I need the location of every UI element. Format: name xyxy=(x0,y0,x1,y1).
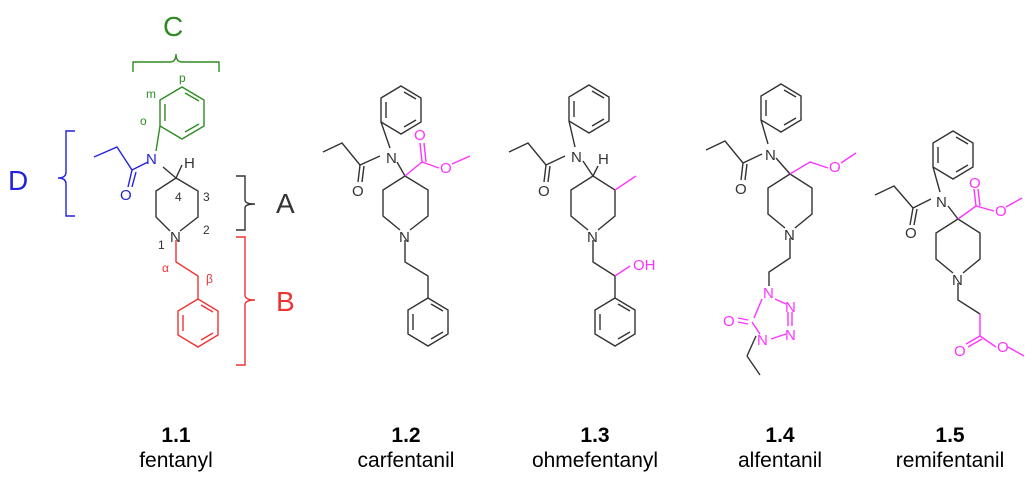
fentanyl-pos-m: m xyxy=(146,87,156,101)
carfentanil-n-anilide: N xyxy=(386,150,397,167)
carfentanil-ester-o-double: O xyxy=(414,127,426,144)
structure-alfentanil xyxy=(705,83,813,376)
ohmefentanyl-labels: N O H N OH xyxy=(538,149,656,274)
fentanyl-pos-alpha: α xyxy=(162,261,169,275)
fentanyl-n-phenyl-bond xyxy=(155,125,161,152)
compound-name: alfentanil xyxy=(737,449,823,472)
fentanyl-labels: N O H N m p o 1 2 3 4 α β C D A B xyxy=(8,11,295,317)
fentanyl-pos-2: 2 xyxy=(203,223,210,237)
compound-name: carfentanil xyxy=(357,449,455,472)
bracket-c xyxy=(132,53,220,72)
caption-alfentanil: 1.4 alfentanil xyxy=(700,424,860,474)
bracket-b xyxy=(236,236,256,366)
structure-ohmefentanyl xyxy=(508,84,636,347)
fentanyl-piperidine-ring xyxy=(155,164,199,232)
alfentanil-tetrazole-n1: N xyxy=(763,285,774,302)
compound-name: remifentanil xyxy=(895,449,1005,472)
carfentanil-n-piperidine: N xyxy=(399,229,410,246)
carfentanil-carbonyl-o: O xyxy=(352,183,364,200)
fentanyl-n-piperidine: N xyxy=(170,229,181,246)
compound-name: ohmefentanyl xyxy=(531,449,659,472)
remifentanil-ester2-o-double: O xyxy=(954,343,966,360)
compound-name: fentanyl xyxy=(139,449,213,472)
alfentanil-substituents xyxy=(737,152,857,340)
caption-fentanyl: 1.1 fentanyl xyxy=(96,424,256,474)
bracket-d xyxy=(57,130,75,217)
fentanyl-pos-p: p xyxy=(179,71,186,85)
ohmefentanyl-substituents xyxy=(614,175,637,277)
caption-carfentanil: 1.2 carfentanil xyxy=(326,424,486,474)
ohmefentanyl-carbonyl-o: O xyxy=(538,183,550,200)
fentanyl-pos-o: o xyxy=(140,114,147,128)
structure-fentanyl xyxy=(57,53,256,366)
remifentanil-n-anilide: N xyxy=(936,194,947,211)
alfentanil-oxo-o: O xyxy=(723,313,735,330)
compound-number: 1.1 xyxy=(161,424,191,447)
region-label-c: C xyxy=(163,11,183,42)
fentanyl-carbonyl-o: O xyxy=(120,187,132,204)
fentanyl-pos-4: 4 xyxy=(175,190,182,204)
alfentanil-labels: N O N O N N N N O xyxy=(723,147,841,349)
remifentanil-ester1-o-double: O xyxy=(969,175,981,192)
remifentanil-ester2-o-single: O xyxy=(997,339,1009,356)
structure-carfentanil xyxy=(322,85,449,347)
ohmefentanyl-n-anilide: N xyxy=(571,149,582,166)
remifentanil-n-piperidine: N xyxy=(952,272,963,289)
compound-number: 1.3 xyxy=(580,424,610,447)
remifentanil-carbonyl-o: O xyxy=(905,225,917,242)
compound-number: 1.2 xyxy=(391,424,421,447)
caption-ohmefentanyl: 1.3 ohmefentanyl xyxy=(515,424,675,474)
remifentanil-substituents xyxy=(957,188,1025,357)
fentanyl-pos-3: 3 xyxy=(203,190,210,204)
carfentanil-labels: N O N O O xyxy=(352,127,452,246)
fentanyl-pos-beta: β xyxy=(206,272,213,286)
ohmefentanyl-h: H xyxy=(598,151,609,168)
fentanyl-propanoyl xyxy=(93,146,149,188)
compound-number: 1.5 xyxy=(935,424,965,447)
carfentanil-ester-o-single: O xyxy=(440,160,452,177)
alfentanil-tetrazole-n2: N xyxy=(785,299,796,316)
bracket-a xyxy=(236,175,256,231)
region-label-d: D xyxy=(8,165,28,196)
region-label-a: A xyxy=(276,188,295,219)
ohmefentanyl-n-piperidine: N xyxy=(587,229,598,246)
fentanyl-h: H xyxy=(184,155,195,172)
caption-remifentanil: 1.5 remifentanil xyxy=(870,424,1030,474)
fentanyl-pos-1: 1 xyxy=(158,238,165,252)
compound-number: 1.4 xyxy=(765,424,795,447)
ohmefentanyl-hydroxyl: OH xyxy=(633,257,656,274)
fentanyl-phenyl-ring xyxy=(159,86,205,140)
alfentanil-methoxy-o: O xyxy=(829,159,841,176)
fentanyl-n-anilide: N xyxy=(146,151,157,168)
structure-remifentanil xyxy=(874,130,981,315)
alfentanil-carbonyl-o: O xyxy=(735,181,747,198)
remifentanil-labels: N O N O O O O xyxy=(905,175,1009,360)
alfentanil-n-anilide: N xyxy=(765,147,776,164)
alfentanil-tetrazole-n3: N xyxy=(785,327,796,344)
remifentanil-ester1-o-single: O xyxy=(995,203,1007,220)
alfentanil-tetrazole-n4: N xyxy=(757,332,768,349)
carfentanil-ester xyxy=(404,142,471,177)
region-label-b: B xyxy=(276,286,295,317)
alfentanil-n-piperidine: N xyxy=(784,227,795,244)
fentanyl-phenethyl xyxy=(175,240,219,348)
